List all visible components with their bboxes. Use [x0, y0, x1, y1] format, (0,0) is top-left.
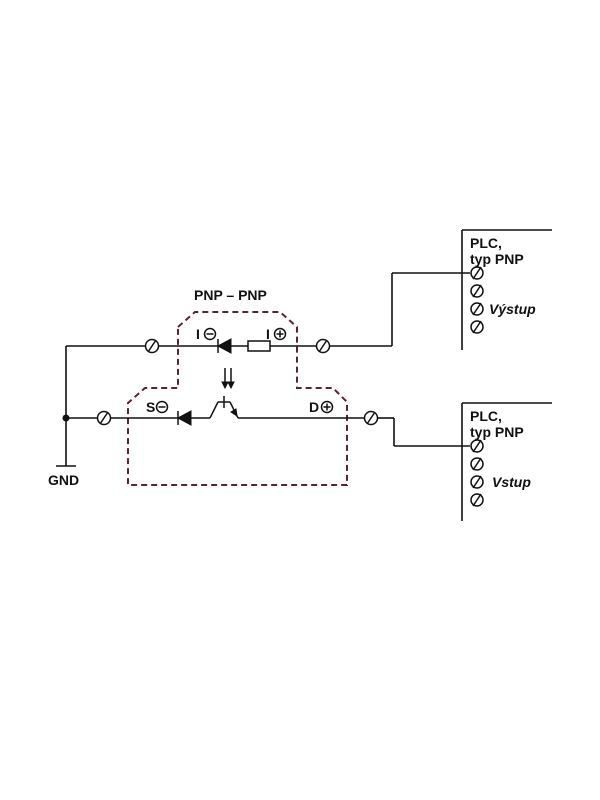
screw-terminal-icon	[470, 302, 484, 316]
sensor-housing-outline	[127, 311, 348, 486]
plus-circle-icon	[273, 327, 287, 341]
resistor-icon	[247, 340, 271, 352]
plc-input-terminals	[470, 439, 484, 507]
plc-output-title-2: typ PNP	[470, 251, 524, 267]
plc-output-title-1: PLC,	[470, 235, 502, 251]
light-arrows-icon	[221, 368, 235, 390]
screw-terminal-icon	[470, 439, 484, 453]
screw-terminal-icon	[96, 410, 112, 426]
receiver-drain-label: D	[309, 399, 319, 415]
gnd-label: GND	[48, 472, 79, 488]
screw-terminal-icon	[315, 338, 331, 354]
plus-circle-icon	[320, 400, 334, 414]
screw-terminal-icon	[470, 266, 484, 280]
screw-terminal-icon	[144, 338, 160, 354]
emitter-diode-icon	[216, 338, 232, 354]
phototransistor-icon	[209, 396, 239, 419]
minus-circle-icon	[155, 400, 169, 414]
receiver-diode-icon	[176, 410, 192, 426]
emitter-plus-label: I	[266, 326, 270, 342]
plc-output-terminals	[470, 266, 484, 334]
plc-output-terminal-label: Výstup	[489, 301, 536, 317]
plc-input-title-1: PLC,	[470, 408, 502, 424]
screw-terminal-icon	[470, 475, 484, 489]
minus-circle-icon	[203, 327, 217, 341]
screw-terminal-icon	[470, 493, 484, 507]
plc-input-terminal-label: Vstup	[492, 474, 531, 490]
screw-terminal-icon	[470, 457, 484, 471]
screw-terminal-icon	[470, 320, 484, 334]
receiver-source-label: S	[146, 399, 155, 415]
screw-terminal-icon	[363, 410, 379, 426]
sensor-type-label: PNP – PNP	[194, 287, 267, 303]
junction-dot	[62, 414, 70, 422]
plc-input-title-2: typ PNP	[470, 424, 524, 440]
emitter-minus-label: I	[196, 326, 200, 342]
screw-terminal-icon	[470, 284, 484, 298]
